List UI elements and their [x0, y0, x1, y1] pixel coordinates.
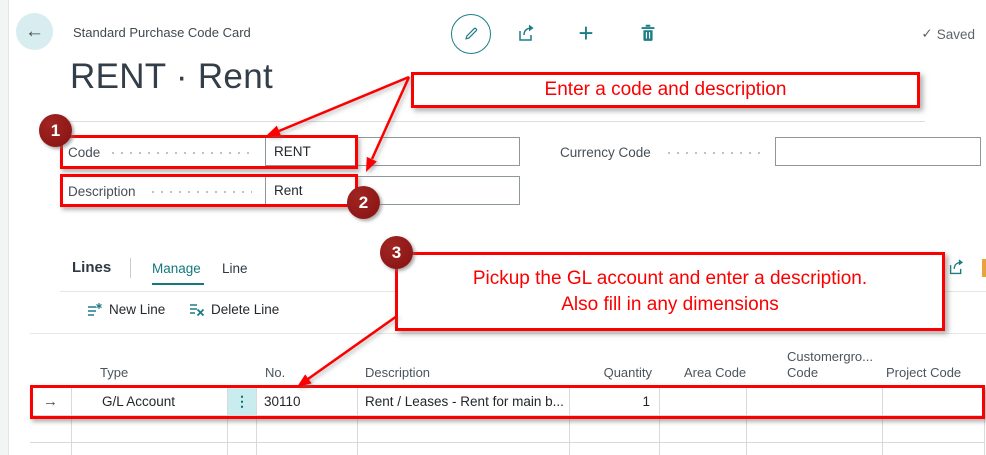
col-area-code[interactable]: Area Code: [684, 365, 747, 380]
grid-row-3[interactable]: [30, 443, 985, 455]
code-input[interactable]: [265, 137, 520, 166]
cell-customergroup-code[interactable]: [747, 388, 883, 416]
delete-line-button[interactable]: Delete Line: [188, 301, 279, 318]
toolbar-divider: [30, 333, 986, 334]
general-divider: [60, 121, 925, 122]
description-label: Description: [68, 184, 136, 199]
new-line-button[interactable]: New Line: [86, 301, 165, 318]
grid-row-2[interactable]: [30, 416, 985, 443]
new-button[interactable]: +: [573, 20, 599, 46]
col-quantity[interactable]: Quantity: [603, 365, 652, 380]
description-input[interactable]: [265, 176, 520, 205]
code-label: Code: [68, 145, 101, 160]
badge-3: 3: [380, 236, 413, 269]
delete-line-icon: [188, 301, 205, 318]
cell-description[interactable]: Rent / Leases - Rent for main b...: [358, 388, 570, 416]
lines-section-label: Lines: [72, 259, 112, 276]
clipped-icon[interactable]: [982, 259, 986, 277]
callout-2-line1: Pickup the GL account and enter a descri…: [472, 267, 868, 289]
delete-button[interactable]: [635, 20, 661, 46]
col-description[interactable]: Description: [365, 365, 431, 380]
cell-area-code[interactable]: [660, 388, 747, 416]
new-line-label: New Line: [109, 302, 166, 317]
tab-manage-underline: [152, 283, 204, 285]
callout-2: Pickup the GL account and enter a descri…: [395, 252, 945, 331]
cell-no[interactable]: 30110: [257, 388, 358, 416]
currency-code-label: Currency Code: [560, 145, 651, 160]
col-no[interactable]: No.: [265, 365, 286, 380]
tab-line[interactable]: Line: [222, 261, 248, 276]
code-dots: [112, 152, 252, 154]
page-left-edge: [0, 0, 9, 455]
col-project-code[interactable]: Project Code: [886, 365, 962, 380]
callout-2-line2: Also fill in any dimensions: [561, 293, 779, 315]
grid-row-1[interactable]: → G/L Account ⋮ 30110 Rent / Leases - Re…: [30, 388, 985, 416]
back-arrow-icon: ←: [25, 20, 44, 42]
col-customergroup-code[interactable]: Customergro... Code: [787, 349, 873, 380]
edit-button[interactable]: [451, 14, 491, 54]
currency-code-dots: [668, 152, 766, 154]
currency-code-input[interactable]: [775, 137, 981, 166]
row-selector-arrow: →: [30, 388, 72, 416]
row-menu-dots-icon[interactable]: ⋮: [228, 388, 257, 416]
share-button[interactable]: [514, 20, 540, 46]
cell-project-code[interactable]: [883, 388, 985, 416]
description-dots: [152, 191, 252, 193]
check-icon: ✓: [921, 26, 933, 41]
new-line-icon: [86, 301, 103, 318]
col-type[interactable]: Type: [100, 365, 129, 380]
badge-2: 2: [347, 186, 380, 219]
lines-tab-divider: [130, 258, 131, 278]
back-button[interactable]: ←: [16, 13, 53, 50]
delete-line-label: Delete Line: [211, 302, 280, 317]
cell-quantity[interactable]: 1: [570, 388, 660, 416]
plus-icon: +: [578, 18, 594, 48]
callout-1: Enter a code and description: [411, 72, 920, 108]
page-title: RENT · Rent: [70, 57, 273, 96]
cell-type[interactable]: G/L Account: [72, 388, 228, 416]
lines-share-icon[interactable]: [946, 256, 968, 278]
saved-label: Saved: [936, 26, 975, 42]
tab-manage[interactable]: Manage: [152, 261, 201, 276]
badge-1: 1: [39, 114, 72, 147]
trash-icon: [637, 22, 659, 44]
saved-indicator: ✓ Saved: [921, 26, 975, 42]
pencil-icon: [461, 24, 481, 44]
share-icon: [515, 21, 539, 45]
breadcrumb: Standard Purchase Code Card: [73, 25, 251, 40]
